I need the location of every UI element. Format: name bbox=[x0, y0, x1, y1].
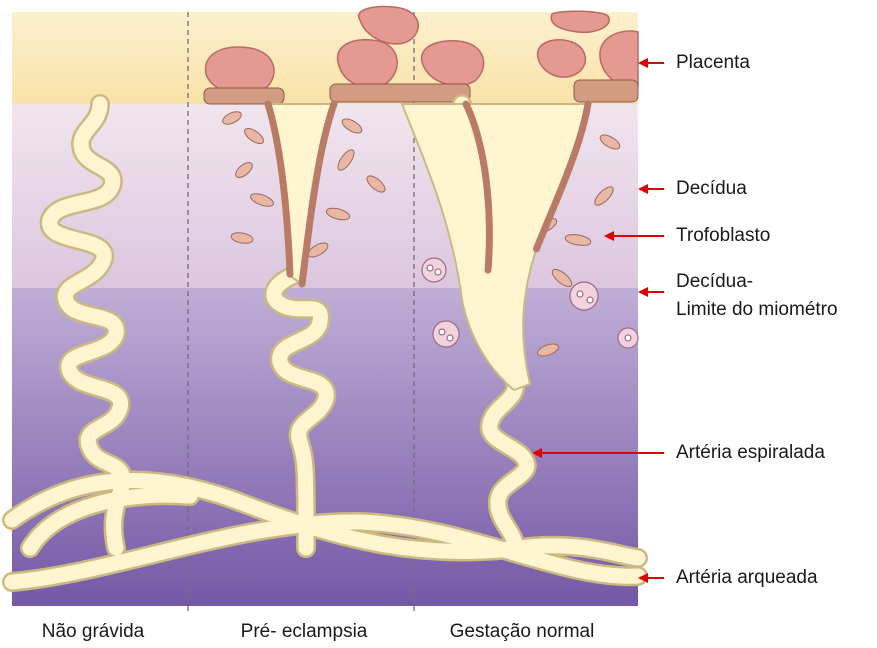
limite-label-line2: Limite do miométro bbox=[676, 298, 838, 322]
column-label-gestacao-normal: Gestação normal bbox=[424, 620, 620, 644]
column-label-pre-eclampsia: Pré- eclampsia bbox=[212, 620, 396, 644]
limite-label-line1: Decídua- bbox=[676, 270, 753, 294]
placenta-label: Placenta bbox=[676, 51, 750, 75]
column-label-nao-gravida: Não grávida bbox=[18, 620, 168, 644]
trofoblasto-label: Trofoblasto bbox=[676, 224, 770, 248]
arteria-espiralada-label: Artéria espiralada bbox=[676, 441, 825, 465]
arteria-arqueada-label: Artéria arqueada bbox=[676, 566, 818, 590]
decidua-label: Decídua bbox=[676, 177, 747, 201]
